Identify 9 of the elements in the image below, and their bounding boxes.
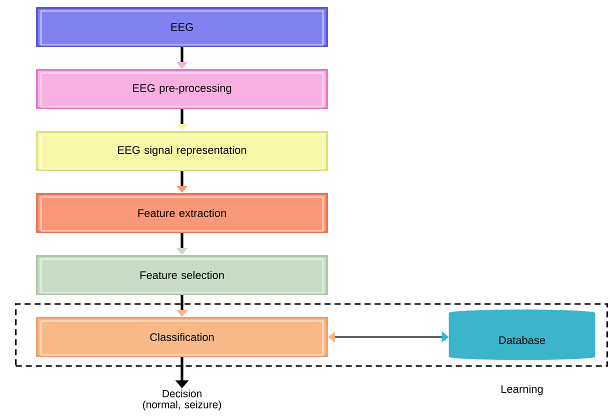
region-label: Learning (502, 384, 543, 396)
process-box: Classification (36, 317, 328, 357)
process-box: EEG signal representation (36, 131, 328, 171)
process-box: EEG (36, 7, 328, 47)
process-box: Feature selection (36, 255, 328, 295)
output-text: Decision (normal, seizure) (142, 390, 221, 410)
process-box: EEG pre-processing (36, 69, 328, 109)
process-box: Feature extraction (36, 193, 328, 233)
database-cylinder: Database (448, 310, 596, 360)
